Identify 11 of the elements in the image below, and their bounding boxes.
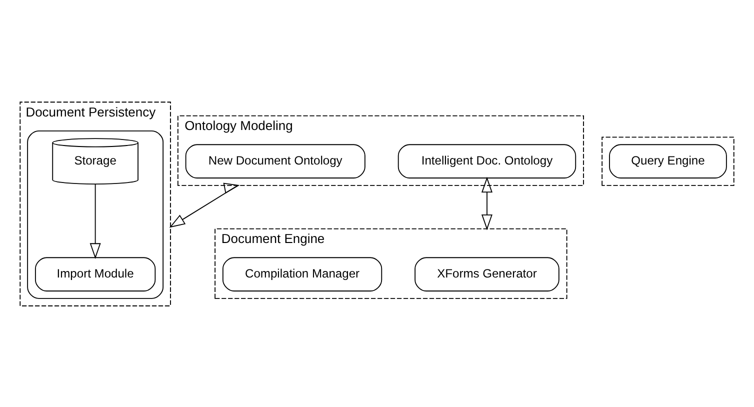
- node-box: New Document Ontology: [185, 144, 366, 178]
- cluster: [602, 136, 734, 186]
- node-box: XForms Generator: [414, 256, 560, 291]
- arrow: [169, 182, 240, 228]
- arrow: [90, 183, 101, 258]
- arrow: [481, 176, 493, 230]
- node-box: Import Module: [34, 256, 156, 291]
- node-box: Compilation Manager: [222, 256, 382, 291]
- node-box: Query Engine: [609, 144, 727, 178]
- cluster: [27, 130, 164, 298]
- node-box: Intelligent Doc. Ontology: [398, 144, 576, 178]
